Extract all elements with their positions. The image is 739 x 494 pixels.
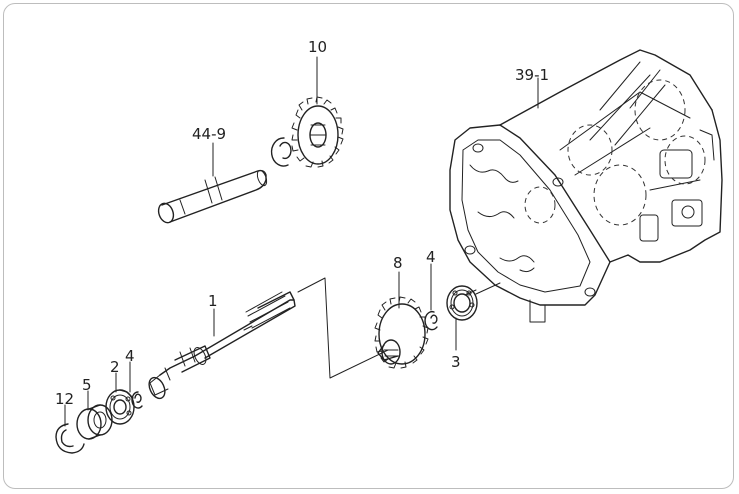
label-snap-ring-b: 4: [125, 347, 135, 365]
label-case: 39-1: [515, 66, 549, 84]
label-snap-ring-a: 4: [426, 248, 436, 266]
rear-bearing: [446, 285, 478, 321]
snap-ring-front: [131, 391, 143, 409]
label-bearing-rear: 3: [451, 353, 461, 371]
label-snap-ring-c: 12: [55, 390, 74, 408]
label-gear-top: 10: [308, 38, 327, 56]
bearing-to-case-line: [475, 282, 501, 295]
label-bearing-front: 2: [110, 358, 120, 376]
transmission-case: [449, 49, 723, 323]
collar: [76, 404, 113, 440]
label-shaft: 1: [208, 292, 218, 310]
counter-gear: [374, 296, 429, 369]
leader-lines: [64, 56, 539, 427]
diagram-frame: [3, 3, 734, 489]
main-shaft: [148, 291, 296, 400]
snap-ring-countershaft: [270, 137, 292, 167]
countershaft: [157, 169, 268, 224]
label-countershaft: 44-9: [192, 125, 226, 143]
gear8-leader-bracket: [297, 277, 389, 379]
snap-ring-gear8: [424, 310, 438, 331]
label-gear-counter: 8: [393, 254, 403, 272]
top-gear: [291, 96, 344, 168]
front-bearing: [105, 389, 135, 425]
snap-ring-12: [55, 423, 85, 454]
label-collar: 5: [82, 376, 92, 394]
